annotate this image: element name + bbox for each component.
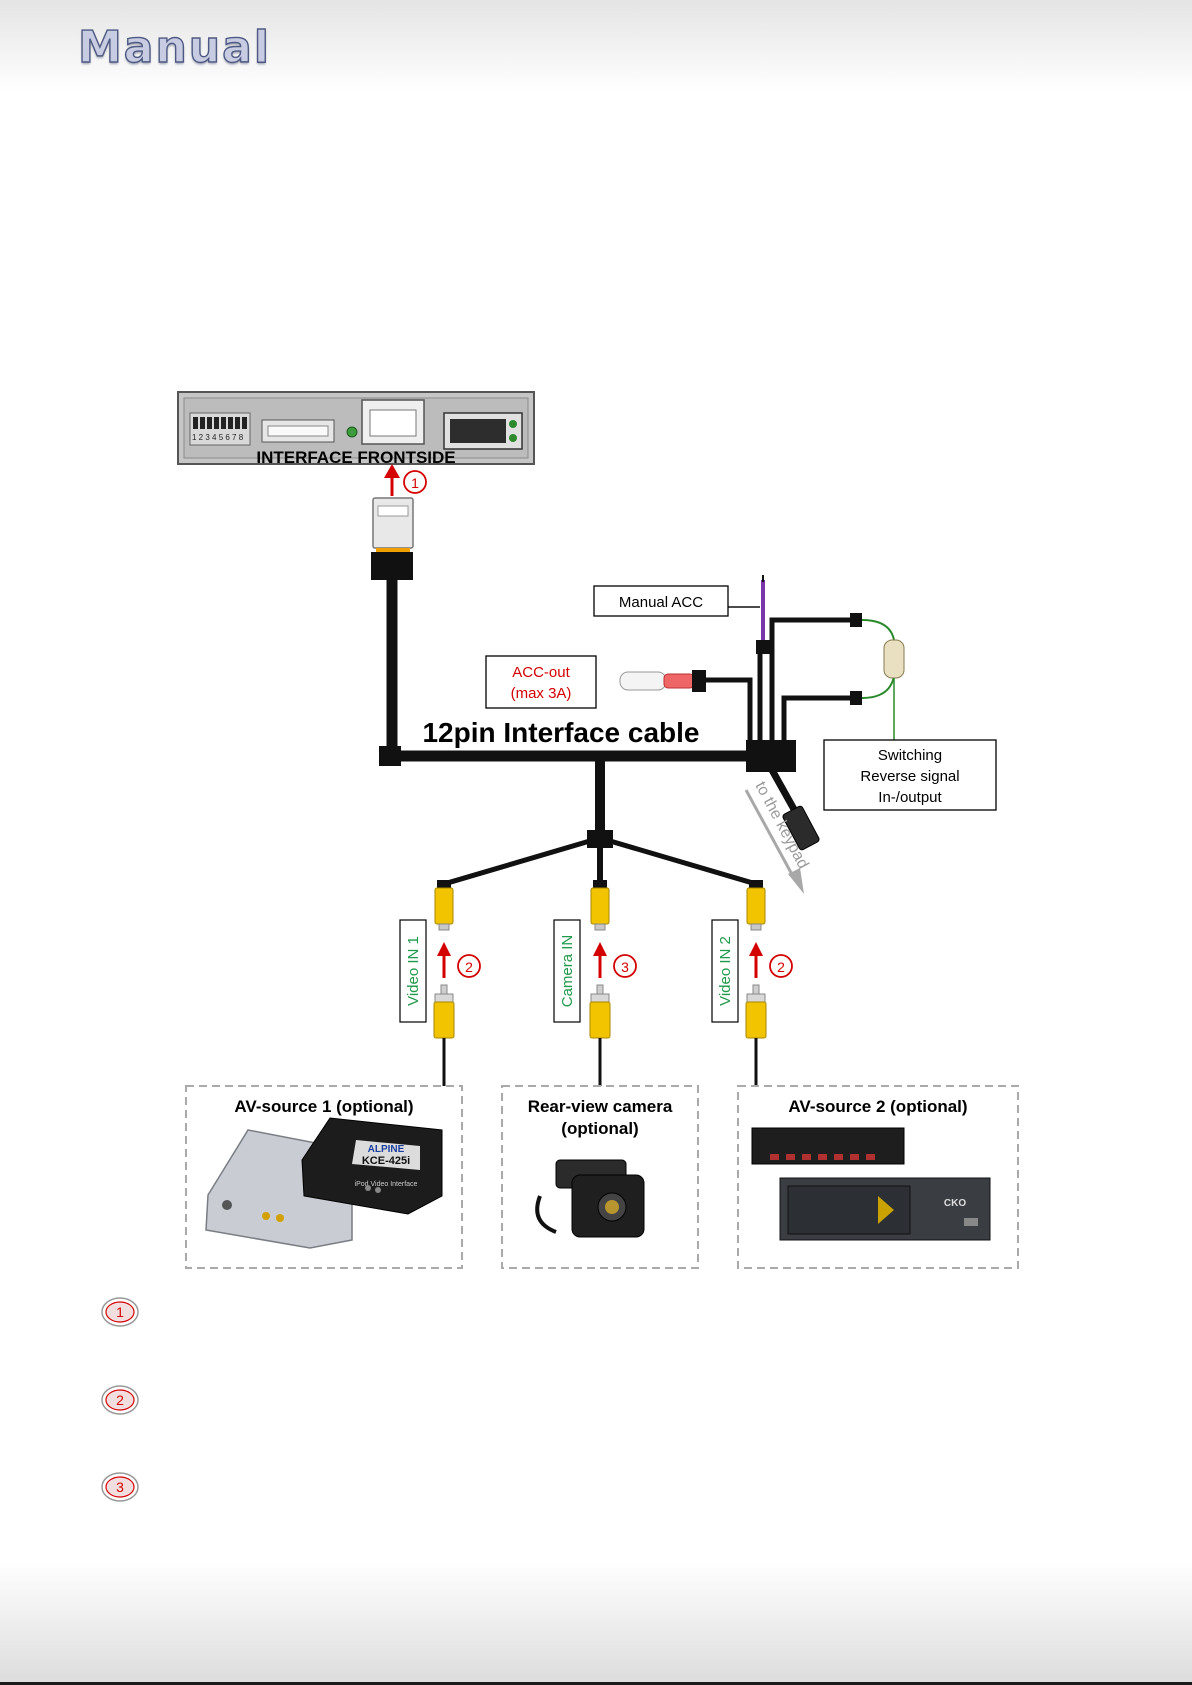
kce-425i-device: ALPINE KCE-425i iPod Video Interface	[301, 1117, 443, 1215]
rear-camera-box: Rear-view camera (optional)	[501, 1085, 699, 1269]
rca-video-in-2-plug	[745, 984, 767, 1039]
svg-text:In-/output: In-/output	[878, 789, 942, 806]
rca-video-in-2-socket	[746, 879, 766, 931]
cable-split-node	[587, 830, 613, 848]
cable-label: 12pin Interface cable	[422, 717, 699, 748]
svg-text:Video IN 2: Video IN 2	[717, 936, 734, 1006]
interface-frontside-label: INTERFACE FRONTSIDE	[256, 448, 455, 467]
svg-text:Camera IN: Camera IN	[559, 935, 576, 1008]
rear-camera-title-line2: (optional)	[561, 1119, 638, 1138]
arrow-3	[593, 942, 607, 978]
callout-1-icon	[403, 470, 427, 494]
manual-acc-node	[756, 640, 770, 654]
svg-text:iPod Video Interface: iPod Video Interface	[355, 1181, 418, 1188]
callout-3-number: 3	[621, 959, 629, 975]
svg-text:Reverse signal: Reverse signal	[860, 768, 959, 785]
manual-acc-box: Manual ACC	[593, 585, 729, 617]
connector-12pin-socket	[361, 399, 425, 445]
header-band	[0, 0, 1192, 92]
rca-video-in-1-plug	[433, 984, 455, 1039]
footer-line	[0, 1682, 1192, 1685]
camera-device	[535, 1159, 645, 1238]
callout-2-right-icon	[769, 954, 793, 978]
svg-text:3: 3	[116, 1479, 124, 1495]
reverse-signal-wire	[850, 613, 905, 740]
status-led	[346, 426, 358, 438]
keypad-cable	[744, 768, 820, 894]
svg-text:KCE-425i: KCE-425i	[362, 1155, 410, 1167]
av-source-2-box: AV-source 2 (optional) CKO	[737, 1085, 1019, 1269]
legend-callout-3: 3	[101, 1472, 139, 1502]
dip-numbers: 1 2 3 4 5 6 7 8	[192, 433, 244, 442]
svg-text:Manual ACC: Manual ACC	[619, 594, 703, 611]
interface-unit: 1 2 3 4 5 6 7 8 INTERFACE FRONTSIDE	[177, 391, 535, 467]
video-in-1-label: Video IN 1	[399, 919, 427, 1023]
av-source-2-title: AV-source 2 (optional)	[788, 1097, 967, 1116]
rca-camera-in-socket	[590, 879, 610, 931]
svg-text:Video IN 1: Video IN 1	[405, 936, 422, 1006]
rear-camera-title-line1: Rear-view camera	[528, 1097, 673, 1116]
acc-out-connector	[619, 670, 706, 692]
svg-text:1: 1	[116, 1304, 124, 1320]
av-source-1-box: AV-source 1 (optional) ALPINE KCE-425i i…	[185, 1085, 463, 1269]
connector-long	[261, 419, 335, 443]
rca-camera-in-plug	[589, 984, 611, 1039]
camera-in-label: Camera IN	[553, 919, 581, 1023]
arrow-2-left	[437, 942, 451, 978]
callout-2-left-number: 2	[465, 959, 473, 975]
callout-1-number: 1	[411, 475, 419, 491]
connector-12pin-plug	[371, 497, 414, 580]
arrow-2-right	[749, 942, 763, 978]
svg-text:2: 2	[116, 1392, 124, 1408]
right-wiring	[700, 617, 856, 742]
callout-2-right-number: 2	[777, 959, 785, 975]
switching-box: Switching Reverse signal In-/output	[823, 739, 997, 811]
dvd-changer-device: CKO	[779, 1177, 991, 1241]
svg-text:ALPINE: ALPINE	[368, 1144, 405, 1155]
dvd-player-device	[751, 1127, 905, 1165]
svg-text:ACC-out: ACC-out	[512, 664, 570, 681]
acc-out-box: ACC-out (max 3A)	[485, 655, 597, 709]
manual-title: Manual	[77, 21, 271, 73]
cable-bend-node	[379, 746, 401, 766]
legend-callout-1: 1	[101, 1297, 139, 1327]
av-source-1-title: AV-source 1 (optional)	[234, 1097, 413, 1116]
svg-text:CKO: CKO	[944, 1198, 966, 1209]
legend-callout-2: 2	[101, 1385, 139, 1415]
rca-video-in-1-socket	[434, 879, 454, 931]
cable-right-node	[746, 740, 796, 772]
footer-band	[0, 1560, 1192, 1685]
svg-text:(max 3A): (max 3A)	[511, 685, 572, 702]
connector-right	[443, 412, 523, 450]
svg-text:Switching: Switching	[878, 747, 942, 764]
callout-2-left-icon	[457, 954, 481, 978]
callout-3-icon	[613, 954, 637, 978]
arrow-1-head	[384, 464, 400, 478]
dip-switch: 1 2 3 4 5 6 7 8	[189, 412, 251, 446]
video-in-2-label: Video IN 2	[711, 919, 739, 1023]
